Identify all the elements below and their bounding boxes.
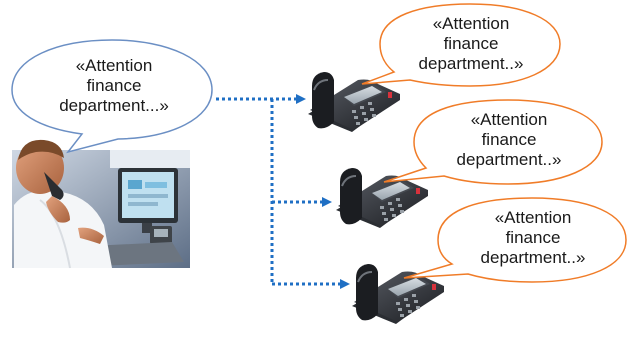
phone-3-speech-bubble (403, 197, 627, 283)
phone-2-announcement-line-2: finance (481, 130, 537, 149)
caller-announcement-text: «Attention finance department...» (40, 56, 188, 116)
phone-3-announcement-line-1: «Attention (494, 208, 572, 227)
phone-2-announcement-line-1: «Attention (470, 110, 548, 129)
phone-2-announcement-line-3: department..» (456, 150, 562, 169)
phone-1-announcement-line-1: «Attention (432, 14, 510, 33)
arrowhead-phone-1 (296, 94, 306, 104)
ip-phone-icon (336, 168, 428, 228)
connection-lines (216, 97, 340, 286)
ip-phone-icon (352, 264, 444, 324)
caller-announcement-line-3: department...» (59, 96, 169, 115)
phone-3-announcement-line-2: finance (505, 228, 561, 247)
ip-phone-icon (308, 72, 400, 132)
arrowheads (296, 94, 350, 289)
caller-speech-bubble (11, 39, 213, 154)
caller-announcement-line-2: finance (86, 76, 142, 95)
phone-3-announcement-text: «Attention finance department..» (460, 208, 606, 268)
phone-2-announcement-text: «Attention finance department..» (436, 110, 582, 170)
phone-2-speech-bubble (383, 99, 603, 185)
arrowhead-phone-3 (340, 279, 350, 289)
phone-1-speech-bubble (361, 3, 561, 87)
phone-1-announcement-line-2: finance (443, 34, 499, 53)
phone-1-announcement-line-3: department..» (418, 54, 524, 73)
caller-announcement-line-1: «Attention (75, 56, 153, 75)
arrowhead-phone-2 (322, 197, 332, 207)
monitor-icon (118, 168, 178, 233)
phone-3-announcement-line-3: department..» (480, 248, 586, 267)
phone-1-announcement-text: «Attention finance department..» (398, 14, 544, 74)
caller-photo (12, 139, 190, 269)
